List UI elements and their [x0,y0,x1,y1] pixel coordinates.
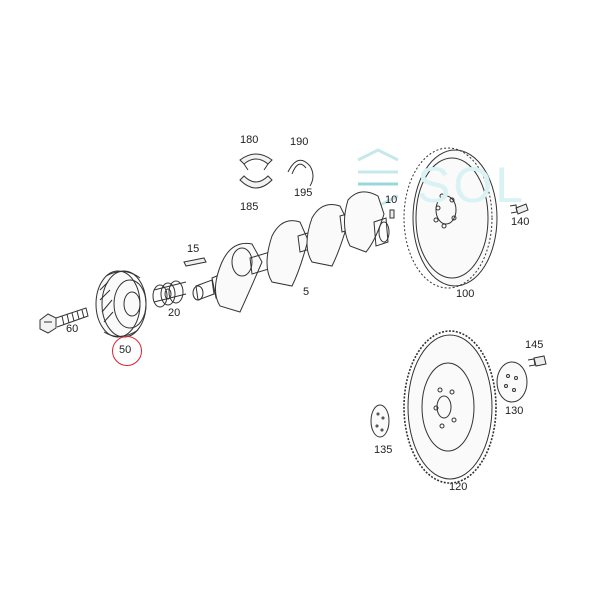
label-10: 10 [385,194,398,206]
label-15: 15 [187,243,200,255]
pulley-50 [95,270,147,338]
label-60: 60 [66,323,79,335]
thrust-washer-190 [287,159,314,187]
label-140: 140 [511,216,530,228]
bearing-shell-185 [239,175,273,189]
label-135: 135 [374,444,393,456]
drive-plate-120 [403,330,497,484]
pin-10 [389,209,395,219]
label-185: 185 [240,201,259,213]
label-120: 120 [449,481,468,493]
label-5: 5 [303,286,310,298]
bolt-140 [509,203,529,215]
key-15 [183,257,207,267]
plate-130 [496,361,528,403]
label-195: 195 [294,187,313,199]
label-145: 145 [525,339,544,351]
flywheel-100 [403,147,498,289]
watermark-text: SOL [417,157,527,213]
crankshaft-5 [192,191,390,313]
label-130: 130 [505,405,524,417]
highlight-circle [112,336,142,366]
label-100: 100 [456,288,475,300]
label-50: 50 [119,344,132,356]
bearing-shell-180 [239,153,273,171]
washer-135 [370,404,390,438]
sprocket-20 [152,280,187,308]
label-190: 190 [290,136,309,148]
label-20: 20 [168,307,181,319]
bolt-145 [527,355,547,367]
label-180: 180 [240,134,259,146]
bolt-60 [39,307,89,334]
